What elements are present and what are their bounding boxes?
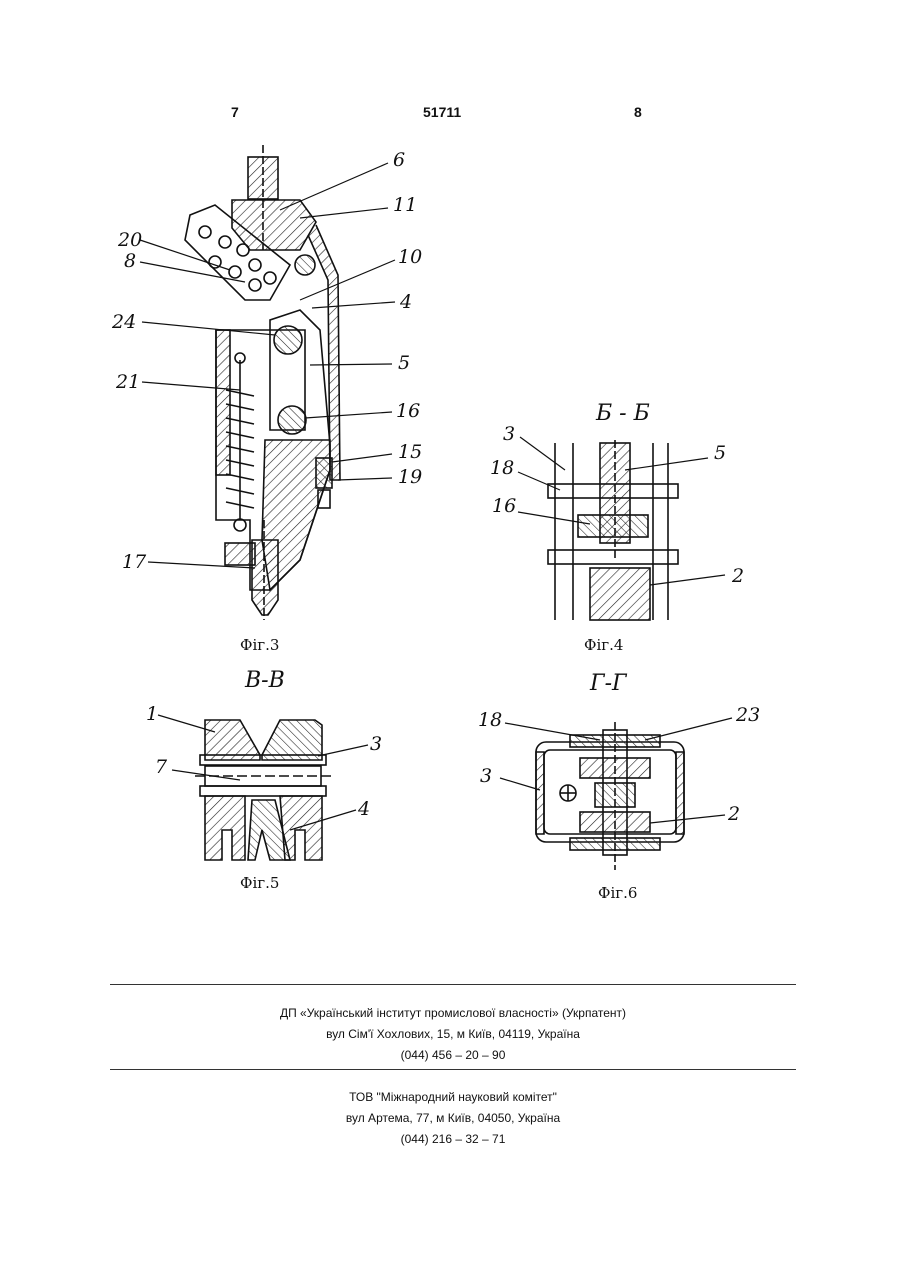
fig4-label-2: 2 xyxy=(731,565,744,587)
fig4-caption: Фіг.4 xyxy=(584,636,623,654)
footer-org2-address: вул Артема, 77, м Київ, 04050, Україна xyxy=(110,1111,796,1125)
fig3-label-6: 6 xyxy=(393,149,405,171)
fig6-label-23: 23 xyxy=(735,704,760,726)
footer-org1-address: вул Сім'ї Хохлових, 15, м Київ, 04119, У… xyxy=(110,1027,796,1041)
figure-6-drawing xyxy=(536,722,684,870)
fig3-label-20: 20 xyxy=(117,229,142,251)
footer-divider-bottom xyxy=(110,1069,796,1070)
footer-divider-top xyxy=(110,984,796,985)
fig5-label-1: 1 xyxy=(146,703,158,725)
figure-4-drawing xyxy=(548,440,678,620)
fig3-label-15: 15 xyxy=(398,441,422,463)
fig5-label-4: 4 xyxy=(357,798,370,820)
fig6-label-18: 18 xyxy=(478,709,502,731)
fig6-caption: Фіг.6 xyxy=(598,884,637,902)
fig3-label-4: 4 xyxy=(399,291,412,313)
fig3-label-11: 11 xyxy=(393,194,417,216)
fig3-label-5: 5 xyxy=(398,352,410,374)
fig4-label-3: 3 xyxy=(503,423,515,445)
fig5-section-title: В-В xyxy=(244,668,285,693)
fig3-label-16: 16 xyxy=(396,400,420,422)
fig6-label-3: 3 xyxy=(480,765,492,787)
fig5-caption: Фіг.5 xyxy=(240,874,279,892)
fig3-label-17: 17 xyxy=(122,551,147,573)
footer-org2-name: ТОВ "Міжнародний науковий комітет" xyxy=(110,1090,796,1104)
fig3-caption: Фіг.3 xyxy=(240,636,279,654)
fig3-label-19: 19 xyxy=(398,466,422,488)
fig6-section-title: Г-Г xyxy=(589,671,628,696)
fig4-label-16: 16 xyxy=(492,495,516,517)
fig5-label-3: 3 xyxy=(370,733,382,755)
fig5-label-7: 7 xyxy=(155,756,168,778)
fig3-label-24: 24 xyxy=(111,311,136,333)
patent-drawings: 6 11 20 8 10 4 24 5 21 16 15 19 17 Фіг.3… xyxy=(0,0,900,920)
fig3-label-10: 10 xyxy=(398,246,422,268)
fig3-label-8: 8 xyxy=(124,250,136,272)
fig4-label-18: 18 xyxy=(490,457,514,479)
footer-org1-phone: (044) 456 – 20 – 90 xyxy=(110,1048,796,1062)
fig4-label-5: 5 xyxy=(714,442,726,464)
fig6-label-2: 2 xyxy=(727,803,740,825)
fig4-section-title: Б - Б xyxy=(595,401,650,426)
figure-5-drawing xyxy=(195,720,335,860)
footer-org1-name: ДП «Український інститут промислової вла… xyxy=(110,1006,796,1020)
fig3-label-21: 21 xyxy=(115,371,140,393)
footer-org2-phone: (044) 216 – 32 – 71 xyxy=(110,1132,796,1146)
